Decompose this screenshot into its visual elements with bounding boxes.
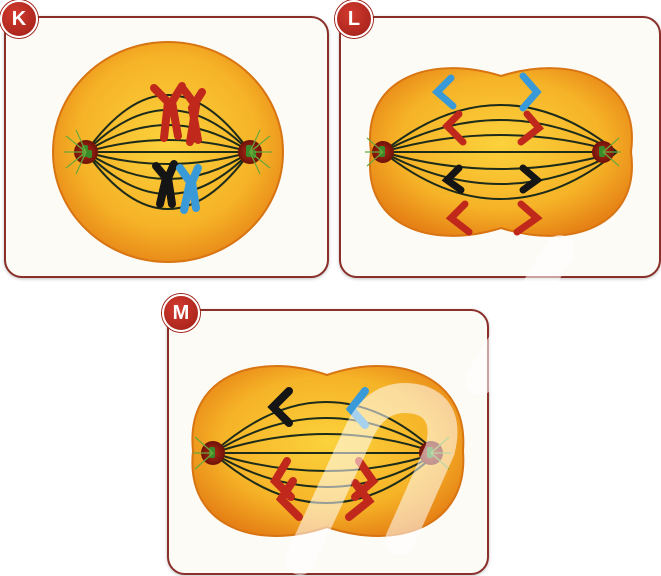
centrosome-right — [592, 137, 621, 167]
centrosome-left — [193, 436, 225, 470]
panel-k — [4, 16, 329, 278]
anaphase-cell-icon — [365, 67, 633, 237]
centrosome-left — [64, 129, 98, 175]
panel-label-m: M — [162, 294, 200, 332]
chromosomes — [150, 82, 206, 214]
panel-label-l: L — [335, 0, 373, 38]
centrosome-right — [238, 129, 272, 175]
panel-l — [339, 16, 661, 278]
panel-label-k: K — [0, 0, 38, 38]
telophase-cell-icon — [191, 365, 465, 537]
centrosome-left — [365, 137, 394, 167]
chromosomes — [431, 72, 545, 236]
spindle-fibers — [382, 104, 618, 200]
metaphase-cell-icon — [52, 41, 284, 263]
panel-m — [167, 309, 489, 575]
